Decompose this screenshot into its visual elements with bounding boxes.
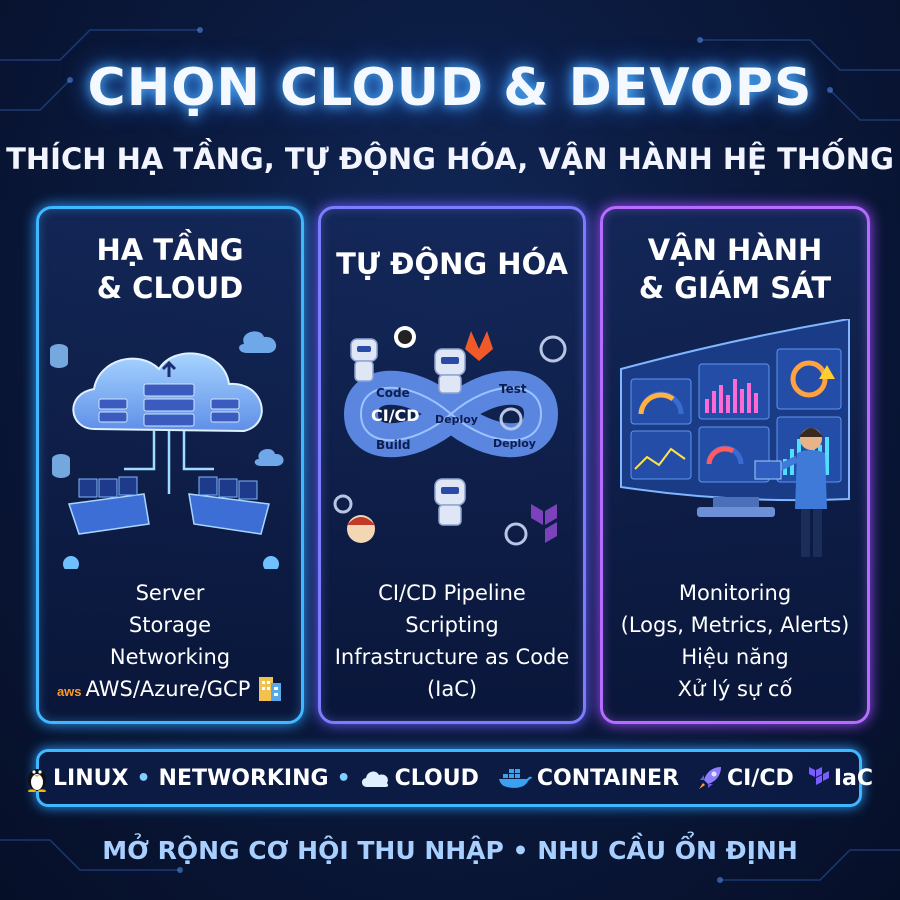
tech-bar: LINUX • NETWORKING • CLOUD CONTAINER CI/… [28, 749, 873, 807]
card-title: TỰ ĐỘNG HÓA [336, 247, 568, 281]
item-performance: Hiệu năng [681, 645, 789, 669]
tech-item-networking: NETWORKING [158, 765, 329, 791]
tagline: MỞ RỘNG CƠ HỘI THU NHẬP • NHU CẦU ỔN ĐỊN… [102, 836, 798, 865]
docker-whale-icon [498, 769, 532, 788]
card-operations-monitoring: VẬN HÀNH & GIÁM SÁT Monitoring (Logs, Me… [600, 206, 870, 724]
tech-item-cicd: CI/CD [697, 765, 794, 791]
item-iac-abbr: (IaC) [426, 677, 478, 701]
cloud-icon [361, 771, 388, 787]
card-items: Monitoring (Logs, Metrics, Alerts) Hiệu … [603, 577, 867, 705]
diagram-label-cicd: CI/CD [371, 406, 420, 425]
aws-logo-icon: aws [56, 684, 82, 699]
item-server: Server [135, 581, 205, 605]
item-monitoring: Monitoring [678, 581, 792, 605]
tech-item-container: CONTAINER [497, 766, 679, 791]
terraform-icon [808, 767, 829, 785]
card-title: HẠ TẦNG & CLOUD [96, 233, 244, 305]
tech-item-linux: LINUX [25, 764, 128, 792]
item-incident-handling: Xử lý sự cố [677, 677, 793, 701]
page-subtitle: THÍCH HẠ TẦNG, TỰ ĐỘNG HÓA, VẬN HÀNH HỆ … [6, 142, 894, 176]
penguin-icon [28, 769, 47, 792]
diagram-label-deploy: Deploy [493, 437, 536, 450]
building-icon [259, 677, 282, 701]
page-title: CHỌN CLOUD & DEVOPS [87, 58, 813, 118]
diagram-label-code: Code [376, 386, 410, 400]
monitoring-dashboard-illustration [620, 319, 850, 557]
cicd-infinity-illustration: Code Build CI/CD Deploy Test Deploy [333, 326, 567, 546]
item-iac: Infrastructure as Code [334, 645, 570, 669]
cloud-infrastructure-illustration [50, 331, 284, 569]
item-logs-metrics-alerts: (Logs, Metrics, Alerts) [620, 613, 850, 637]
item-scripting: Scripting [405, 613, 499, 637]
tech-item-cloud: CLOUD [359, 766, 479, 791]
tech-item-iac: IaC [808, 766, 873, 791]
card-title: VẬN HÀNH & GIÁM SÁT [638, 233, 832, 305]
card-automation: TỰ ĐỘNG HÓA Code Build CI/CD Deploy Test… [318, 206, 586, 724]
card-items: CI/CD Pipeline Scripting Infrastructure … [321, 577, 583, 705]
item-cicd-pipeline: CI/CD Pipeline [378, 581, 526, 605]
card-infrastructure-cloud: HẠ TẦNG & CLOUD [36, 206, 304, 724]
diagram-label-build: Build [376, 438, 411, 452]
rocket-icon [699, 767, 722, 789]
item-networking: Networking [109, 645, 231, 669]
diagram-label-deploy-center: Deploy [435, 413, 478, 426]
item-storage: Storage [128, 613, 212, 637]
diagram-label-test: Test [499, 382, 527, 396]
